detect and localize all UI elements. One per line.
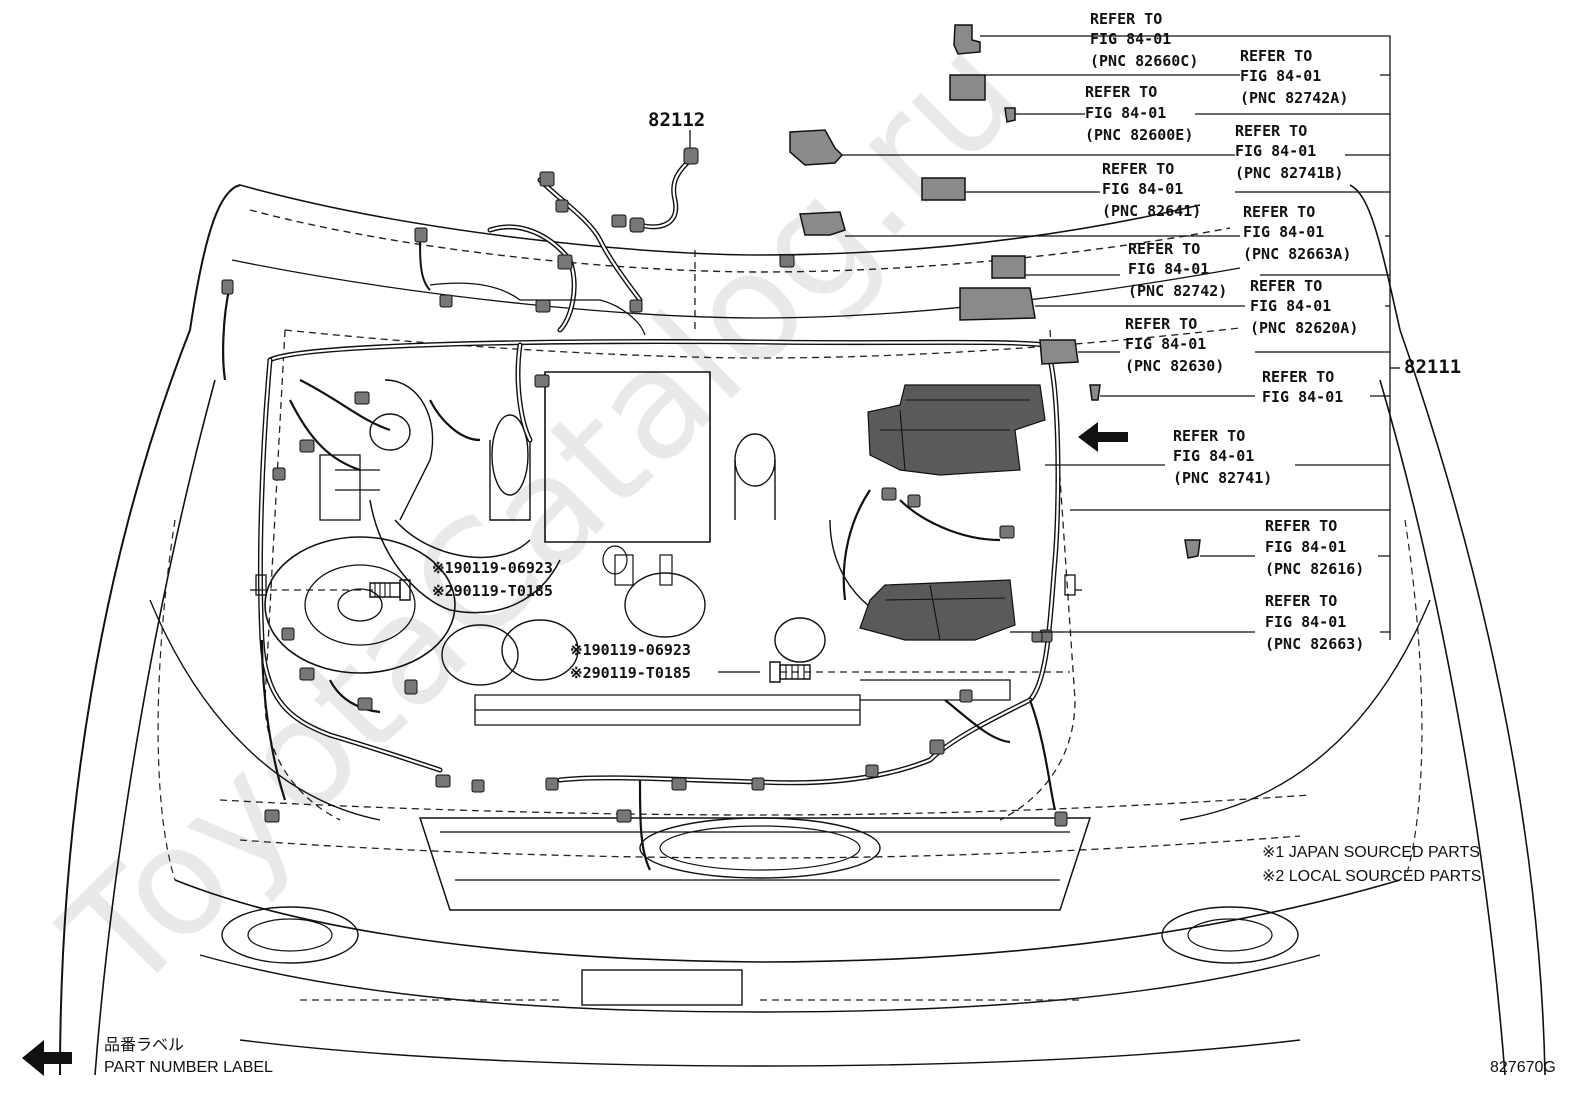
reference-part-icons [789, 24, 1201, 559]
legend: ※1 JAPAN SOURCED PARTS ※2 LOCAL SOURCED … [1262, 844, 1481, 885]
callout-82112: 82112 [648, 109, 705, 131]
vehicle-body-outline [59, 184, 1546, 1076]
refer-to-label: REFER TO [1102, 160, 1174, 178]
refer-to-label: REFER TO [1262, 368, 1334, 386]
part-label-japanese: 品番ラベル [104, 1036, 184, 1054]
pnc-label: (PNC 82600E) [1085, 126, 1193, 144]
callout-labels: 82112 82111 [648, 109, 1461, 378]
bolt-part-number: ※190119-06923 [432, 559, 553, 577]
legend-arrow-icon [22, 1040, 72, 1076]
pnc-label: (PNC 82663) [1265, 635, 1364, 653]
reference-callouts: REFER TO FIG 84-01 (PNC 82660C) REFER TO… [1085, 10, 1364, 653]
refer-to-label: REFER TO [1173, 427, 1245, 445]
fig-label: FIG 84-01 [1235, 142, 1316, 160]
fig-label: FIG 84-01 [1262, 388, 1343, 406]
fig-label: FIG 84-01 [1265, 538, 1346, 556]
refer-to-label: REFER TO [1235, 122, 1307, 140]
bolt-callouts: ※190119-06923 ※290119-T0185 ※190119-0692… [432, 559, 691, 682]
refer-to-label: REFER TO [1243, 203, 1315, 221]
fig-label: FIG 84-01 [1128, 260, 1209, 278]
legend-local-sourced: ※2 LOCAL SOURCED PARTS [1262, 868, 1481, 885]
bolt-part-number: ※290119-T0185 [432, 582, 553, 600]
fig-label: FIG 84-01 [1173, 447, 1254, 465]
refer-to-label: REFER TO [1250, 277, 1322, 295]
callout-82111: 82111 [1404, 356, 1461, 378]
pnc-label: (PNC 82630) [1125, 357, 1224, 375]
fig-label: FIG 84-01 [1250, 297, 1331, 315]
pnc-label: (PNC 82741B) [1235, 164, 1343, 182]
figure-code: 827670G [1490, 1059, 1556, 1076]
part-label-english: PART NUMBER LABEL [104, 1059, 273, 1076]
leader-lines [250, 35, 1400, 673]
refer-to-label: REFER TO [1240, 47, 1312, 65]
pnc-label: (PNC 82741) [1173, 469, 1272, 487]
engine-components [264, 371, 1011, 726]
watermark: ToyotaCatalog.ru [32, 5, 1054, 1027]
bolt-icon [769, 661, 811, 683]
fig-label: FIG 84-01 [1243, 223, 1324, 241]
pnc-label: (PNC 82641) [1102, 202, 1201, 220]
bolt-part-number: ※290119-T0185 [570, 664, 691, 682]
refer-to-label: REFER TO [1265, 517, 1337, 535]
refer-to-label: REFER TO [1090, 10, 1162, 28]
part-number-label-arrow-icon [1078, 422, 1128, 452]
fig-label: FIG 84-01 [1265, 613, 1346, 631]
legend-japan-sourced: ※1 JAPAN SOURCED PARTS [1262, 844, 1480, 861]
refer-to-label: REFER TO [1085, 83, 1157, 101]
pnc-label: (PNC 82620A) [1250, 319, 1358, 337]
fig-label: FIG 84-01 [1240, 67, 1321, 85]
wire-harness-82111 [221, 254, 1068, 871]
bolt-icon [369, 579, 411, 601]
refer-to-label: REFER TO [1128, 240, 1200, 258]
fig-label: FIG 84-01 [1125, 335, 1206, 353]
pnc-label: (PNC 82660C) [1090, 52, 1198, 70]
fig-label: FIG 84-01 [1102, 180, 1183, 198]
pnc-label: (PNC 82663A) [1243, 245, 1351, 263]
fig-label: FIG 84-01 [1090, 30, 1171, 48]
refer-to-label: REFER TO [1125, 315, 1197, 333]
fig-label: FIG 84-01 [1085, 104, 1166, 122]
part-number-label-legend: 品番ラベル PART NUMBER LABEL [104, 1036, 273, 1076]
bolt-part-number: ※190119-06923 [570, 641, 691, 659]
pnc-label: (PNC 82742A) [1240, 89, 1348, 107]
pnc-label: (PNC 82742) [1128, 282, 1227, 300]
harness-82112 [414, 147, 699, 336]
refer-to-label: REFER TO [1265, 592, 1337, 610]
pnc-label: (PNC 82616) [1265, 560, 1364, 578]
